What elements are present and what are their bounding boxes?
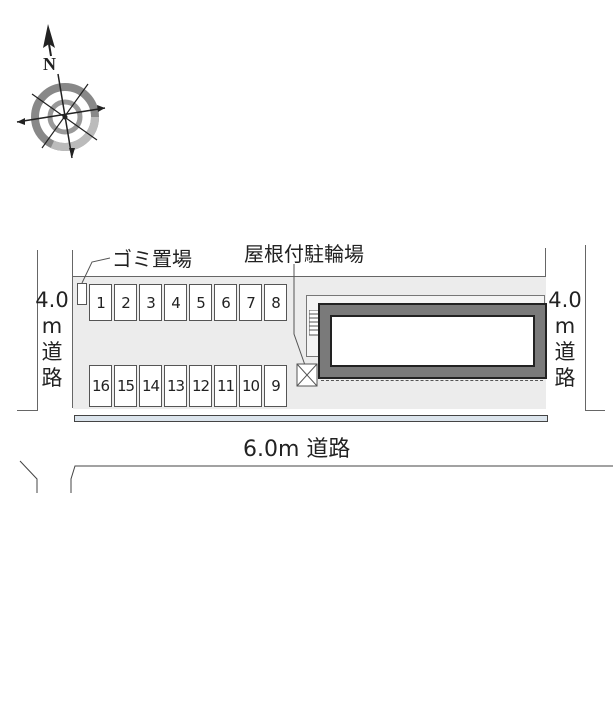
building [318,303,547,379]
right-road-label-line: 4.0 [548,288,582,312]
left-road-label-line: 4.0 [35,288,69,312]
parking-space: 7 [239,284,262,321]
left-road-width: 4.0 m 道 路 [34,287,70,391]
left-road-edge [37,250,38,410]
parking-space: 11 [214,365,237,407]
front-wall [74,415,548,422]
building-dashed-line [321,380,543,381]
parking-space: 10 [239,365,262,407]
parking-space: 3 [139,284,162,321]
left-road-label-line: 道 [41,340,63,364]
parking-space: 2 [114,284,137,321]
garbage-area-label: ゴミ置場 [112,247,192,271]
left-road-label-line: 路 [41,366,63,390]
parking-space: 6 [214,284,237,321]
bike-parking-label: 屋根付駐輪場 [244,242,364,266]
parking-space: 16 [89,365,112,407]
parking-space: 9 [264,365,287,407]
compass-icon: N [16,24,106,159]
left-road-label-line: m [41,314,63,338]
parking-space: 13 [164,365,187,407]
bike-parking-leader-line [293,264,307,369]
parking-space: 1 [89,284,112,321]
garbage-area [77,283,87,305]
front-road-label: 6.0m 道路 [243,437,351,462]
right-road-edge [585,245,586,410]
bike-parking-icon [296,363,318,387]
lot-left-edge [72,250,73,408]
parking-space: 14 [139,365,162,407]
parking-space: 15 [114,365,137,407]
parking-space: 8 [264,284,287,321]
parking-space: 5 [189,284,212,321]
right-road-edge-foot [585,410,605,411]
parking-space: 4 [164,284,187,321]
road-edge-lower [19,460,613,493]
north-label: N [43,54,56,74]
right-road-width: 4.0 m 道 路 [547,287,583,391]
garbage-leader-line [81,257,111,284]
parking-space: 12 [189,365,212,407]
right-road-label-line: m [554,314,576,338]
right-road-label-line: 道 [554,340,576,364]
right-road-label-line: 路 [554,366,576,390]
left-road-edge-foot [17,410,38,411]
